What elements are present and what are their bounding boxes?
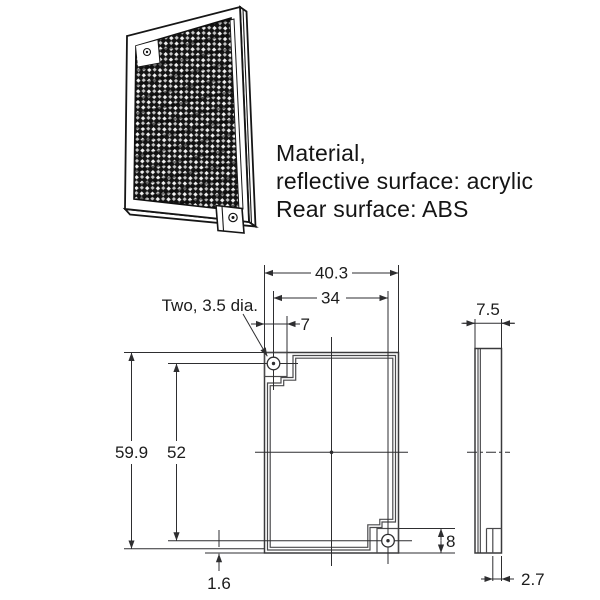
reflective-area-outline-outer [266,354,397,551]
iso-bottom-right-pad-step [221,205,225,232]
dim-bottom-lip-label: 1.6 [207,574,231,593]
dim-hole-pitch-v-label: 52 [167,443,186,462]
hole-callout-leader [242,313,268,357]
iso-top-hole-center [145,50,149,54]
dim-pad-height-label: 8 [446,532,455,551]
dim-overall-height-label: 59.9 [115,443,148,462]
edge-slot [229,18,244,212]
top-left-hole-center [271,361,276,366]
front-view [168,291,412,566]
dim-overall-width-label: 40.3 [315,264,348,283]
dimension-annotations: 40.3 34 7 Two, 3.5 dia. 59.9 52 1.6 [115,264,545,594]
bottom-right-hole-center [386,539,390,543]
dim-hole-pitch-h-label: 34 [321,289,340,308]
dim-thickness-label: 7.5 [476,300,500,319]
top-left-pad [263,351,288,378]
material-note-line3: Rear surface: ABS [276,196,469,222]
side-body [474,347,503,554]
dim-edge-offset-label: 7 [301,315,310,334]
dim-rear-step-label: 2.7 [521,570,545,589]
checker-row-bands [134,18,240,211]
isometric-view [122,5,259,234]
iso-top-left-pad-step [137,39,161,68]
hole-callout-label: Two, 3.5 dia. [162,296,258,315]
iso-bottom-hole-center [231,216,235,219]
front-center-mark [329,450,334,455]
side-view [467,347,510,554]
material-note-line2: reflective surface: acrylic [276,168,534,194]
reflective-area-outline-inner [269,357,394,548]
material-note-line1: Material, [276,140,366,166]
material-note: Material, reflective surface: acrylic Re… [276,139,533,223]
side-face-edge [242,8,253,225]
